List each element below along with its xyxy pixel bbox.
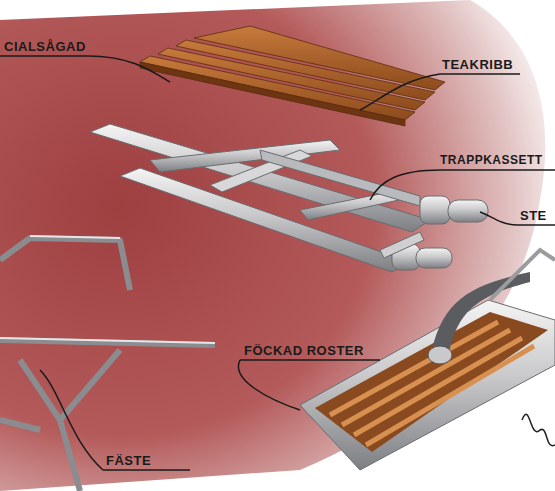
signature-mark [522, 414, 555, 445]
leader-lines [0, 56, 555, 470]
part-label: STE [520, 209, 547, 222]
teak-slats [140, 26, 445, 126]
mounting-frame [0, 238, 215, 491]
part-label: FÄSTE [106, 454, 151, 467]
part-label: FÖCKAD ROSTER [244, 344, 364, 357]
part-label: TEAKRIBB [442, 58, 513, 71]
stair-cassette [90, 124, 488, 272]
part-label: CIALSÅGAD [4, 40, 86, 53]
mounting-frame-highlight [0, 236, 215, 343]
part-label: TRAPPKASSETT [440, 154, 543, 166]
